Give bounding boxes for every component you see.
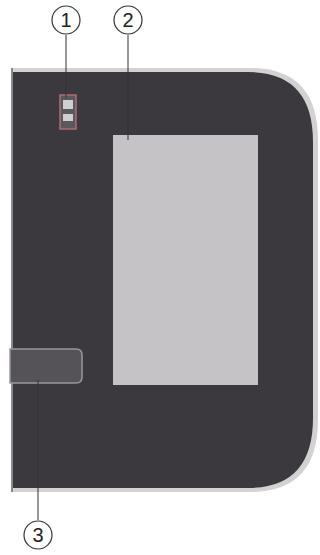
callout-number: 2 xyxy=(114,6,142,34)
leader-line xyxy=(128,35,129,140)
leader-line xyxy=(66,35,67,98)
display-screen xyxy=(113,135,258,385)
panel-edge xyxy=(11,68,13,492)
callout-circle xyxy=(52,6,80,34)
callout-circle xyxy=(114,6,142,34)
panel-border xyxy=(12,68,318,492)
leader-line xyxy=(38,380,39,520)
indicator-mark xyxy=(63,100,73,109)
indicator-icon xyxy=(60,95,76,129)
panel-body xyxy=(12,72,313,488)
slot-tab xyxy=(10,349,82,383)
callout-number: 1 xyxy=(52,6,80,34)
callout-number: 3 xyxy=(24,521,52,549)
indicator-mark xyxy=(63,114,73,121)
callout-circle xyxy=(24,521,52,549)
